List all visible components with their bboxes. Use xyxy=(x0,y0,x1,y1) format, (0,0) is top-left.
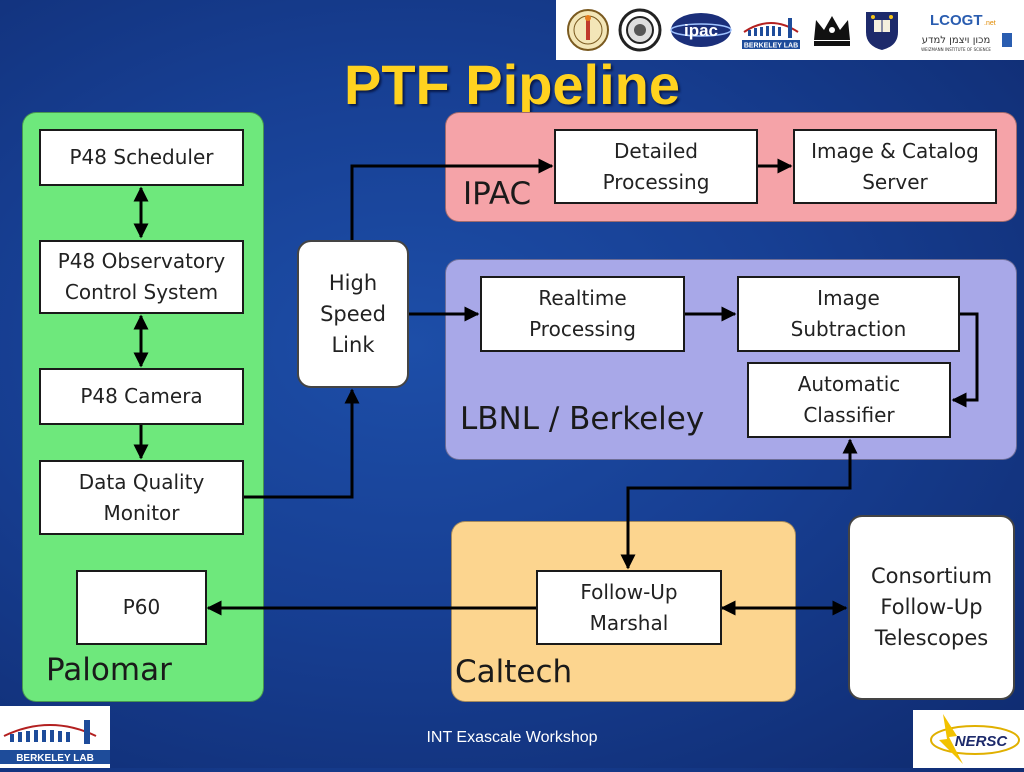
classifier-marshal-arrow xyxy=(620,438,858,570)
berkeley-lab-logo-text: BERKELEY LAB xyxy=(744,43,798,50)
berkeley-lab-logo: BERKELEY LAB xyxy=(740,8,802,52)
oxford-crest-logo xyxy=(862,8,902,52)
p48-camera-node: P48 Camera xyxy=(39,368,244,425)
link-ipac-arrow xyxy=(350,158,554,240)
data-quality-monitor-node: Data Quality Monitor xyxy=(39,460,244,535)
caltech-label: Caltech xyxy=(455,654,573,690)
lcogt-logo-text: LCOGT xyxy=(930,12,983,29)
nersc-logo-text: NERSC xyxy=(955,733,1009,750)
slide-title: PTF Pipeline xyxy=(343,53,681,116)
lcogt-logo-suffix: .net xyxy=(984,20,996,27)
ipac-label: IPAC xyxy=(463,176,532,212)
berkeley-lab-footer-logo: BERKELEY LAB xyxy=(0,706,110,768)
columbia-crown-logo xyxy=(810,10,854,50)
realtime-processing-node: Realtime Processing xyxy=(480,276,685,352)
dq-link-arrow xyxy=(243,388,360,499)
palomar-label: Palomar xyxy=(46,652,172,688)
university-seal-logo xyxy=(618,8,662,52)
ipac-logo-text: ipac xyxy=(684,21,718,40)
nersc-logo: NERSC xyxy=(913,710,1024,768)
follow-up-marshal-node: Follow-Up Marshal xyxy=(536,570,722,645)
p60-node: P60 xyxy=(76,570,207,645)
footer-text: INT Exascale Workshop xyxy=(426,729,598,746)
lbnl-label: LBNL / Berkeley xyxy=(460,401,705,437)
p48-scheduler-node: P48 Scheduler xyxy=(39,129,244,186)
logo-strip: ipac BERKELEY LAB LCOGT .net מכון ו xyxy=(556,0,1024,60)
p48-ocs-node: P48 Observatory Control System xyxy=(39,240,244,314)
consortium-telescopes-node: Consortium Follow-Up Telescopes xyxy=(848,515,1015,700)
detailed-processing-node: Detailed Processing xyxy=(554,129,758,204)
subtraction-classifier-arrow xyxy=(951,312,979,408)
caltech-seal-logo xyxy=(566,6,610,54)
automatic-classifier-node: Automatic Classifier xyxy=(747,362,951,438)
weizmann-logo-subtext: WEIZMANN INSTITUTE OF SCIENCE xyxy=(921,47,991,52)
lcogt-weizmann-logo: LCOGT .net מכון ויצמן למדע WEIZMANN INST… xyxy=(910,5,1014,55)
ipac-logo: ipac xyxy=(670,10,732,50)
weizmann-logo-text: מכון ויצמן למדע xyxy=(922,35,991,46)
berkeley-lab-footer-logo-text: BERKELEY LAB xyxy=(16,753,94,764)
image-catalog-server-node: Image & Catalog Server xyxy=(793,129,997,204)
high-speed-link-node: High Speed Link xyxy=(297,240,409,388)
image-subtraction-node: Image Subtraction xyxy=(737,276,960,352)
